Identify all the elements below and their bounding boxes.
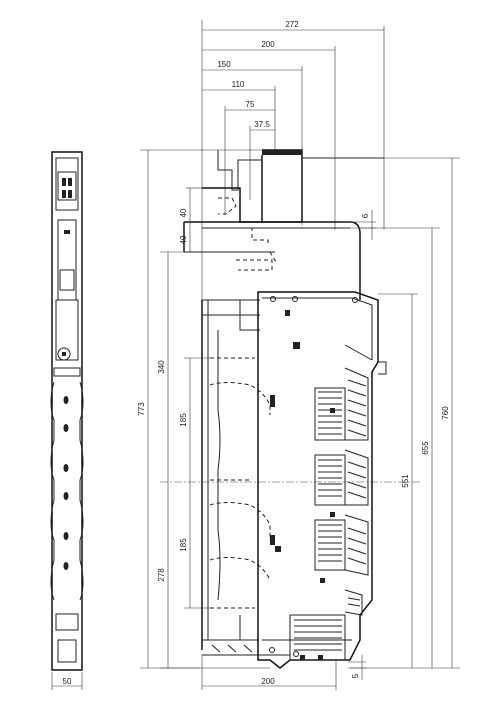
dim-6: 6 <box>361 213 370 218</box>
dim-110: 110 <box>232 80 245 89</box>
front-view: 272 200 150 110 75 37.5 <box>160 20 420 669</box>
right-dimensions: 760 655 551 <box>302 157 460 669</box>
dim-37-5: 37.5 <box>254 120 270 129</box>
dim-278: 278 <box>157 568 166 582</box>
bottom-dimensions: 200 5 <box>201 655 366 690</box>
dim-40-lower: 40 <box>179 235 188 244</box>
dim-773: 773 <box>137 402 146 416</box>
dim-150: 150 <box>217 60 231 69</box>
dim-5: 5 <box>351 673 360 678</box>
dim-185-lower: 185 <box>179 538 188 552</box>
dim-200-top: 200 <box>261 40 275 49</box>
left-dimensions: 773 340 278 185 185 <box>137 149 270 669</box>
side-view: 50 <box>50 151 84 690</box>
top-dimensions: 272 200 150 110 75 37.5 <box>201 20 385 300</box>
dim-side-width: 50 <box>63 677 72 686</box>
handle-ribs <box>314 367 369 616</box>
dim-272: 272 <box>285 20 299 29</box>
dim-185-upper: 185 <box>179 413 188 427</box>
dim-200-bottom: 200 <box>261 677 275 686</box>
dim-40-upper: 40 <box>179 208 188 217</box>
dim-551: 551 <box>401 474 410 488</box>
dim-340: 340 <box>157 360 166 374</box>
dim-655: 655 <box>421 441 430 455</box>
dim-760: 760 <box>441 406 450 420</box>
dim-75: 75 <box>246 100 255 109</box>
